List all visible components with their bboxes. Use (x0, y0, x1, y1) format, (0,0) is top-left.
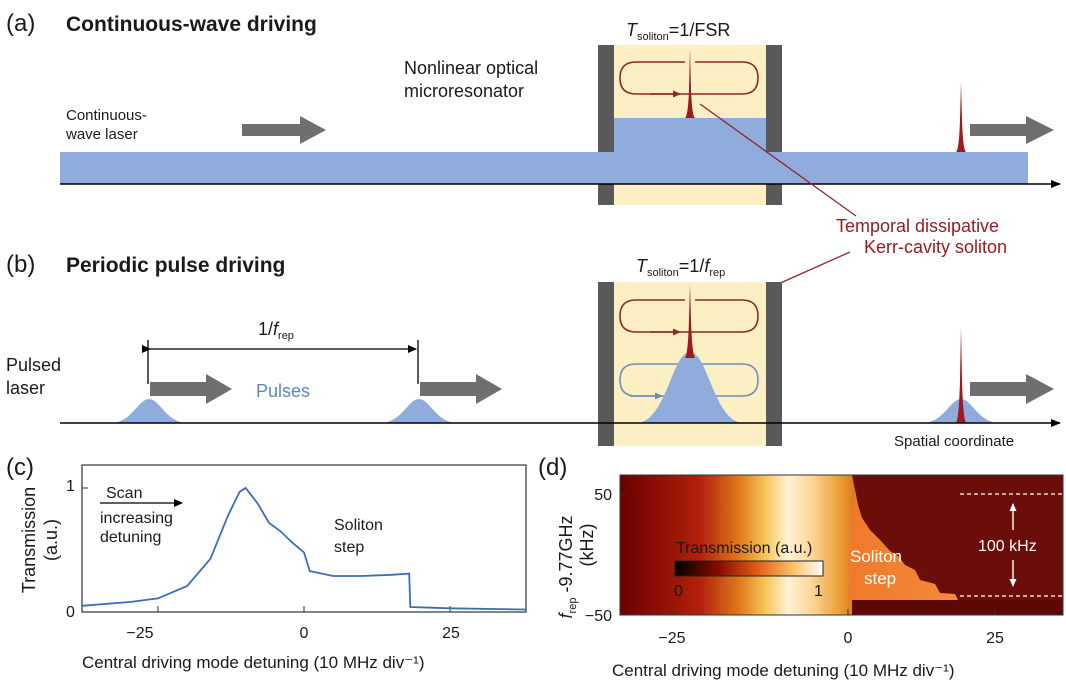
d-ytick-50: 50 (594, 487, 612, 504)
d-xtick-25: 25 (986, 630, 1004, 647)
output-arrow-a (970, 116, 1054, 144)
plot-c-ticks (82, 487, 451, 613)
output-soliton-a (956, 82, 966, 152)
span-label: 100 kHz (978, 538, 1037, 555)
colorbar-max: 1 (814, 583, 823, 600)
heatmap-bottom-band (852, 600, 1063, 615)
soliton-in-cavity-b (685, 284, 695, 358)
pulsed-laser-label-2: laser (6, 378, 45, 398)
annotation-line-a (699, 103, 857, 217)
panel-a-title: Continuous-wave driving (66, 13, 317, 36)
panel-b-label: (b) (6, 251, 35, 278)
soliton-step-label-c-2: step (334, 539, 364, 556)
cw-laser-label-2: wave laser (65, 126, 138, 143)
d-xtick-0: 0 (844, 630, 853, 647)
panel-c: (c) 1 0 −25 0 25 Scan increasing detunin… (6, 454, 527, 672)
panel-c-label: (c) (6, 454, 34, 481)
d-xtick-neg25: −25 (658, 630, 685, 647)
d-ylabel: frep -9.77GHz (556, 516, 579, 619)
panel-a: (a) Continuous-wave driving Continuous- … (6, 10, 1061, 205)
c-ylabel-2: (a.u.) (41, 519, 61, 561)
period-label-b: Tsoliton=1/frep (636, 256, 725, 279)
colorbar-title: Transmission (a.u.) (676, 540, 812, 557)
colorbar (674, 560, 824, 577)
soliton-annotation-line2: Kerr-cavity soliton (864, 237, 1007, 257)
spacing-label: 1/frep (258, 319, 294, 342)
resonator-b-left-wall (598, 282, 614, 446)
panel-a-label: (a) (6, 10, 35, 37)
plot-d-ticks (620, 493, 996, 616)
d-ylabel-unit: (kHz) (577, 524, 597, 567)
cw-laser-label-1: Continuous- (66, 107, 147, 124)
soliton-in-cavity-a (685, 48, 695, 118)
soliton-step-region (848, 490, 958, 600)
input-pulse-2 (380, 399, 458, 423)
colorbar-min: 0 (674, 583, 683, 600)
spatial-coordinate-label: Spatial coordinate (894, 433, 1014, 450)
intracavity-field-a (614, 118, 766, 152)
c-xlabel: Central driving mode detuning (10 MHz di… (82, 653, 425, 672)
pulse-arrow-2 (420, 374, 502, 404)
resonator-label-1: Nonlinear optical (404, 58, 538, 78)
plot-d-frame (619, 474, 1064, 616)
panel-d: (d) 100 kHz Soliton step Transmission (a… (538, 454, 1064, 680)
soliton-step-label-c-1: Soliton (334, 517, 383, 534)
d-ytick-neg50: −50 (585, 608, 612, 625)
transmission-curve (81, 486, 527, 611)
c-xtick-25: 25 (442, 625, 460, 642)
panel-b-title: Periodic pulse driving (66, 254, 285, 277)
input-pulse-1 (110, 399, 188, 423)
period-label-a: Tsoliton=1/FSR (626, 20, 730, 43)
panel-b: (b) Periodic pulse driving 1/frep Pulsed (6, 251, 1061, 450)
c-ytick-1: 1 (66, 478, 75, 495)
c-ylabel-1: Transmission (19, 487, 39, 593)
d-xlabel: Central driving mode detuning (10 MHz di… (612, 661, 955, 680)
scan-label-2: increasing (100, 510, 173, 527)
pulse-arrow-1 (150, 374, 232, 404)
soliton-annotation-line1: Temporal dissipative (836, 216, 999, 236)
c-xtick-0: 0 (300, 625, 309, 642)
input-arrow-a (242, 116, 326, 144)
c-ytick-0: 0 (66, 604, 75, 621)
c-xtick-neg25: −25 (126, 625, 153, 642)
scan-label-1: Scan (106, 485, 142, 502)
soliton-step-label-d-2: step (864, 569, 896, 588)
resonator-b-right-wall (766, 282, 782, 446)
soliton-step-label-d-1: Soliton (850, 547, 902, 566)
panel-d-label: (d) (538, 454, 567, 481)
pulsed-laser-label-1: Pulsed (6, 355, 61, 375)
intracavity-pulse-b (636, 352, 744, 423)
scan-label-3: detuning (100, 529, 161, 546)
output-arrow-b (970, 374, 1054, 404)
resonator-label-2: microresonator (404, 81, 524, 101)
output-soliton-b (956, 327, 966, 423)
pulses-label: Pulses (256, 381, 310, 401)
cw-beam (60, 152, 1028, 184)
